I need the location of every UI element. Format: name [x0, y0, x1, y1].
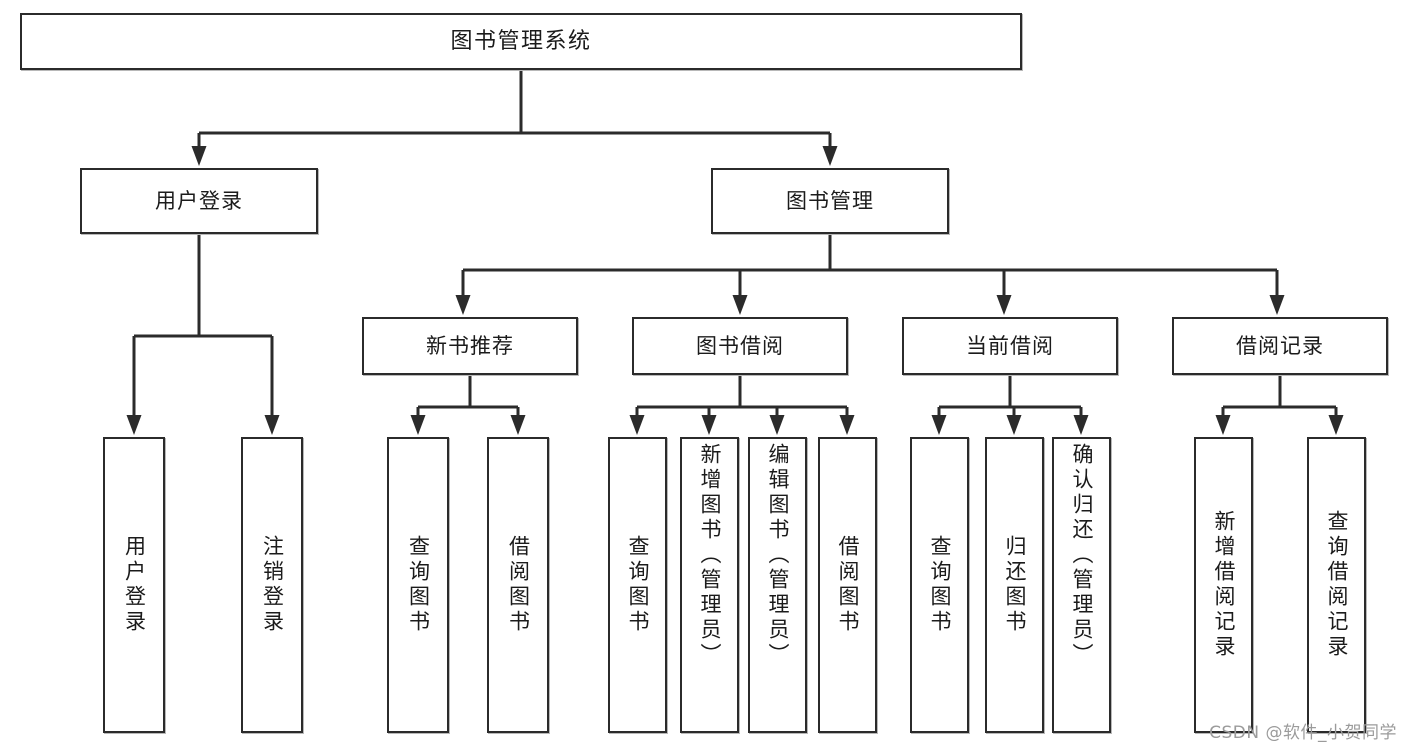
node-leaf-borrow-book-1[interactable]: 借阅图书: [487, 437, 549, 733]
node-label-leaf-add-book: 新增图书（管理员）: [698, 443, 722, 668]
connector-arrow: [1073, 407, 1089, 435]
node-label-leaf-add-record: 新增借阅记录: [1212, 510, 1236, 660]
connector-arrow: [1269, 270, 1285, 315]
connector-arrow: [931, 407, 947, 435]
node-book-borrow[interactable]: 图书借阅: [632, 317, 848, 375]
node-label-root: 图书管理系统: [450, 28, 592, 54]
node-label-leaf-return-book: 归还图书: [1003, 535, 1027, 635]
node-label-leaf-borrow-book-1: 借阅图书: [506, 535, 531, 635]
node-label-leaf-query-record: 查询借阅记录: [1325, 510, 1349, 660]
connector-arrow: [996, 270, 1012, 315]
node-leaf-query-book-1[interactable]: 查询图书: [387, 437, 449, 733]
node-leaf-query-record[interactable]: 查询借阅记录: [1307, 437, 1366, 733]
node-label-leaf-query-book-1: 查询图书: [406, 535, 431, 635]
node-leaf-user-logout[interactable]: 注销登录: [241, 437, 303, 733]
node-label-leaf-user-login: 用户登录: [122, 535, 147, 635]
node-borrow-record[interactable]: 借阅记录: [1172, 317, 1388, 375]
node-leaf-add-record[interactable]: 新增借阅记录: [1194, 437, 1253, 733]
node-user-login[interactable]: 用户登录: [80, 168, 318, 234]
connector-arrow: [1328, 407, 1344, 435]
connector-arrow: [191, 133, 207, 166]
node-leaf-edit-book[interactable]: 编辑图书（管理员）: [748, 437, 807, 733]
node-label-new-book-recommend: 新书推荐: [426, 333, 514, 358]
node-book-manage[interactable]: 图书管理: [711, 168, 949, 234]
node-label-borrow-record: 借阅记录: [1236, 333, 1324, 358]
node-label-book-borrow: 图书借阅: [696, 333, 784, 358]
connector-arrow: [264, 336, 280, 435]
connector-arrow: [126, 336, 142, 435]
node-label-leaf-query-book-2: 查询图书: [626, 535, 650, 635]
node-label-user-login: 用户登录: [155, 188, 243, 213]
node-label-leaf-borrow-book-2: 借阅图书: [836, 535, 860, 635]
connector-arrow: [839, 407, 855, 435]
node-label-current-borrow: 当前借阅: [966, 333, 1054, 358]
connector-arrow: [629, 407, 645, 435]
node-leaf-query-book-2[interactable]: 查询图书: [608, 437, 667, 733]
connector-arrow: [732, 270, 748, 315]
node-label-leaf-query-book-3: 查询图书: [928, 535, 952, 635]
node-root[interactable]: 图书管理系统: [20, 13, 1022, 70]
watermark: CSDN @软件_小贺同学: [1209, 723, 1397, 743]
node-new-book-recommend[interactable]: 新书推荐: [362, 317, 578, 375]
node-current-borrow[interactable]: 当前借阅: [902, 317, 1118, 375]
connector-arrow: [410, 407, 426, 435]
node-label-leaf-user-logout: 注销登录: [260, 535, 285, 635]
node-leaf-return-book[interactable]: 归还图书: [985, 437, 1044, 733]
connector-arrow: [769, 407, 785, 435]
connector-arrow: [701, 407, 717, 435]
node-leaf-query-book-3[interactable]: 查询图书: [910, 437, 969, 733]
node-leaf-borrow-book-2[interactable]: 借阅图书: [818, 437, 877, 733]
connector-arrow: [455, 270, 471, 315]
node-leaf-user-login[interactable]: 用户登录: [103, 437, 165, 733]
node-label-book-manage: 图书管理: [786, 188, 874, 213]
node-label-leaf-edit-book: 编辑图书（管理员）: [766, 443, 790, 668]
connector-arrow: [1006, 407, 1022, 435]
node-label-leaf-confirm-return: 确认归还（管理员）: [1070, 443, 1094, 668]
connector-arrow: [510, 407, 526, 435]
connector-arrow: [1215, 407, 1231, 435]
connector-arrow: [822, 133, 838, 166]
node-leaf-confirm-return[interactable]: 确认归还（管理员）: [1052, 437, 1111, 733]
node-leaf-add-book[interactable]: 新增图书（管理员）: [680, 437, 739, 733]
